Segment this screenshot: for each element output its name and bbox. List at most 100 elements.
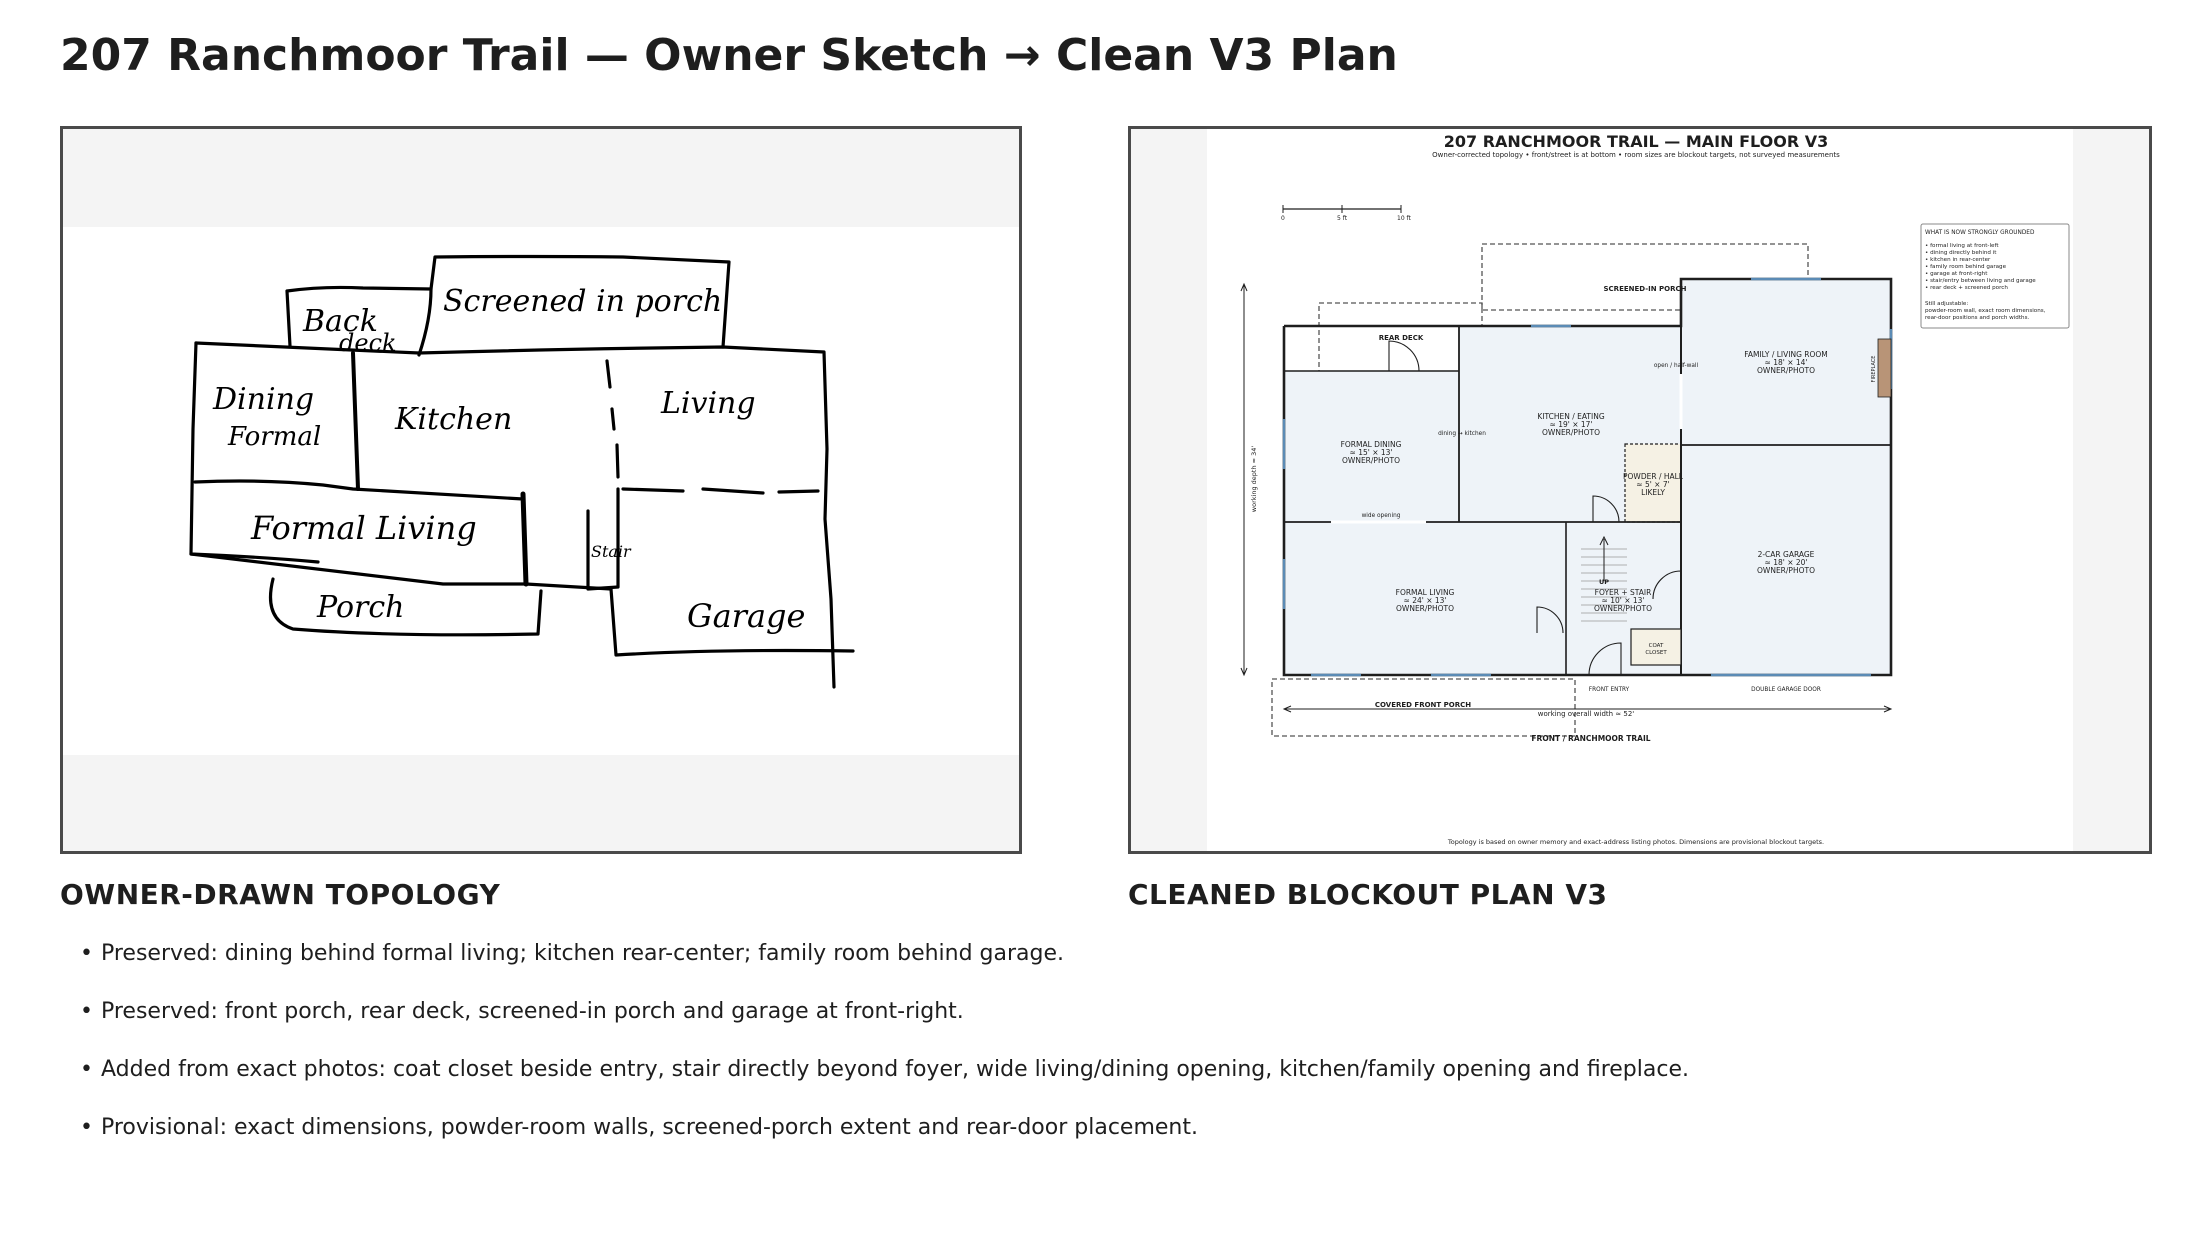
bullet-icon: • — [80, 1057, 93, 1082]
powder-door — [1592, 495, 1620, 523]
label-garage-2: ≈ 18' × 20' — [1765, 558, 1808, 567]
sketch-lines — [189, 254, 855, 689]
label-dining-3: OWNER/PHOTO — [1342, 456, 1400, 465]
notes-list: • Preserved: dining behind formal living;… — [80, 940, 1689, 1172]
annotation-dining-kitchen: dining ↔ kitchen — [1438, 431, 1486, 437]
sketch-label-deck: deck — [339, 329, 397, 357]
legend-item: • rear deck + screened porch — [1925, 285, 2008, 291]
annotation-depth: working depth ≈ 34' — [1250, 446, 1258, 513]
label-family-1: FAMILY / LIVING ROOM — [1744, 350, 1828, 359]
sketch-label-formal: Formal — [227, 422, 321, 452]
room-fills — [1284, 279, 1891, 675]
plan-openings — [1331, 374, 1683, 524]
bullet-icon: • — [80, 999, 93, 1024]
powder-fill — [1625, 444, 1681, 522]
clean-plan-panel: 207 RANCHMOOR TRAIL — MAIN FLOOR V3 Owne… — [1128, 126, 2152, 854]
fireplace — [1877, 338, 1892, 398]
legend-item: • family room behind garage — [1925, 264, 2007, 270]
bullet-icon: • — [80, 1115, 93, 1140]
label-kitchen-2: ≈ 19' × 17' — [1550, 420, 1593, 429]
clean-plan-drawing: 207 RANCHMOOR TRAIL — MAIN FLOOR V3 Owne… — [1207, 129, 2073, 851]
annotation-fireplace: FIREPLACE — [1871, 356, 1877, 383]
label-garage-3: OWNER/PHOTO — [1757, 566, 1815, 575]
label-living-3: OWNER/PHOTO — [1396, 604, 1454, 613]
sketch-main-outline — [194, 341, 836, 689]
label-garage-1: 2-CAR GARAGE — [1758, 550, 1815, 559]
sketch-label-stair: Stair — [591, 542, 632, 561]
note-text: Preserved: front porch, rear deck, scree… — [100, 999, 964, 1024]
label-coat-2: CLOSET — [1645, 650, 1667, 656]
sketch-label-screened-porch: Screened in porch — [443, 284, 722, 319]
living-door — [1536, 606, 1564, 634]
label-kitchen-3: OWNER/PHOTO — [1542, 428, 1600, 437]
label-family-3: OWNER/PHOTO — [1757, 366, 1815, 375]
legend-title: WHAT IS NOW STRONGLY GROUNDED — [1925, 230, 2035, 236]
sketch-dining-living-wall — [193, 479, 525, 501]
note-text: Preserved: dining behind formal living; … — [100, 941, 1065, 966]
sketch-label-porch: Porch — [316, 590, 405, 625]
legend-box: WHAT IS NOW STRONGLY GROUNDED • formal l… — [1920, 223, 2070, 329]
annotation-open-half-wall: open / half-wall — [1654, 363, 1699, 369]
annotation-width: working overall width ≈ 52' — [1538, 710, 1635, 718]
owner-sketch-panel: Back deck Screened in porch Dining Forma… — [60, 126, 1022, 854]
garage-entry-door — [1652, 570, 1682, 600]
sketch-label-back: Back — [302, 304, 378, 339]
plan-footer: Topology is based on owner memory and ex… — [1447, 838, 1824, 846]
front-porch-outline — [1271, 678, 1576, 737]
label-living-2: ≈ 24' × 13' — [1404, 596, 1447, 605]
annotation-up: UP — [1599, 578, 1609, 586]
door-swings — [1388, 340, 1682, 676]
family-fill — [1681, 279, 1891, 445]
scale-bar: 0 5 ft 10 ft — [1281, 205, 1412, 222]
sketch-label-kitchen: Kitchen — [394, 402, 512, 437]
label-dining-2: ≈ 15' × 13' — [1350, 448, 1393, 457]
annotation-front-entry: FRONT ENTRY — [1589, 687, 1630, 693]
legend-adjust-title: Still adjustable: — [1925, 301, 1968, 307]
sketch-formal-living-right-wall — [520, 491, 529, 587]
scale-five: 5 ft — [1337, 215, 1348, 222]
plan-caption: CLEANED BLOCKOUT PLAN V3 — [1128, 878, 1608, 911]
label-foyer-1: FOYER + STAIR — [1595, 588, 1652, 597]
sketch-formal-living-bottom — [189, 552, 613, 591]
label-kitchen-1: KITCHEN / EATING — [1537, 412, 1604, 421]
legend-item: • stair/entry between living and garage — [1925, 278, 2036, 284]
legend-item: • dining directly behind it — [1925, 250, 1997, 256]
plan-subtitle: Owner-corrected topology • front/street … — [1432, 151, 1840, 159]
stair — [1581, 535, 1627, 622]
dining-fill — [1284, 371, 1459, 522]
label-powder-2: ≈ 5' × 7' — [1636, 480, 1669, 489]
sketch-garage-outline — [609, 587, 855, 657]
coat-closet — [1630, 628, 1682, 666]
front-entry-door — [1588, 642, 1622, 676]
sketch-label-dining: Dining — [212, 382, 314, 417]
label-powder-3: LIKELY — [1641, 488, 1665, 497]
legend-item: • kitchen in rear-center — [1925, 257, 1991, 263]
sketch-living-garage-wall — [621, 487, 820, 495]
note-item: • Preserved: front porch, rear deck, scre… — [80, 998, 1689, 1056]
sketch-kitchen-living-wall — [605, 359, 620, 479]
page-title: 207 Ranchmoor Trail — Owner Sketch → Cle… — [60, 30, 1398, 81]
owner-sketch-drawing: Back deck Screened in porch Dining Forma… — [63, 227, 1019, 755]
note-item: •Added from exact photos: coat closet be… — [80, 1056, 1689, 1114]
legend-adjust-line: powder-room wall, exact room dimensions, — [1925, 308, 2046, 314]
plan-title: 207 RANCHMOOR TRAIL — MAIN FLOOR V3 — [1444, 132, 1829, 151]
formal-living-fill — [1284, 522, 1566, 675]
screened-porch-outline — [1481, 243, 1809, 311]
powder-walls — [1624, 443, 1682, 523]
note-text: Provisional: exact dimensions, powder-ro… — [100, 1115, 1198, 1140]
sketch-screened-porch-outline — [429, 254, 731, 349]
legend-adjust-line: rear-door positions and porch widths. — [1925, 315, 2030, 321]
sketch-paper — [63, 227, 1019, 755]
label-foyer-2: ≈ 10' × 13' — [1602, 596, 1645, 605]
note-item: • Provisional: exact dimensions, powder-r… — [80, 1114, 1689, 1172]
sketch-label-living: Living — [660, 386, 756, 421]
label-coat-1: COAT — [1649, 643, 1664, 649]
sketch-back-deck-outline — [285, 285, 433, 357]
note-item: •Preserved: dining behind formal living;… — [80, 940, 1689, 998]
garage-fill — [1681, 445, 1891, 675]
sketch-dining-kitchen-wall — [351, 351, 360, 491]
label-rear-deck: REAR DECK — [1379, 334, 1424, 342]
annotation-garage-door: DOUBLE GARAGE DOOR — [1751, 687, 1821, 693]
scale-zero: 0 — [1281, 215, 1285, 222]
annotation-wide-opening: wide opening — [1362, 513, 1401, 519]
